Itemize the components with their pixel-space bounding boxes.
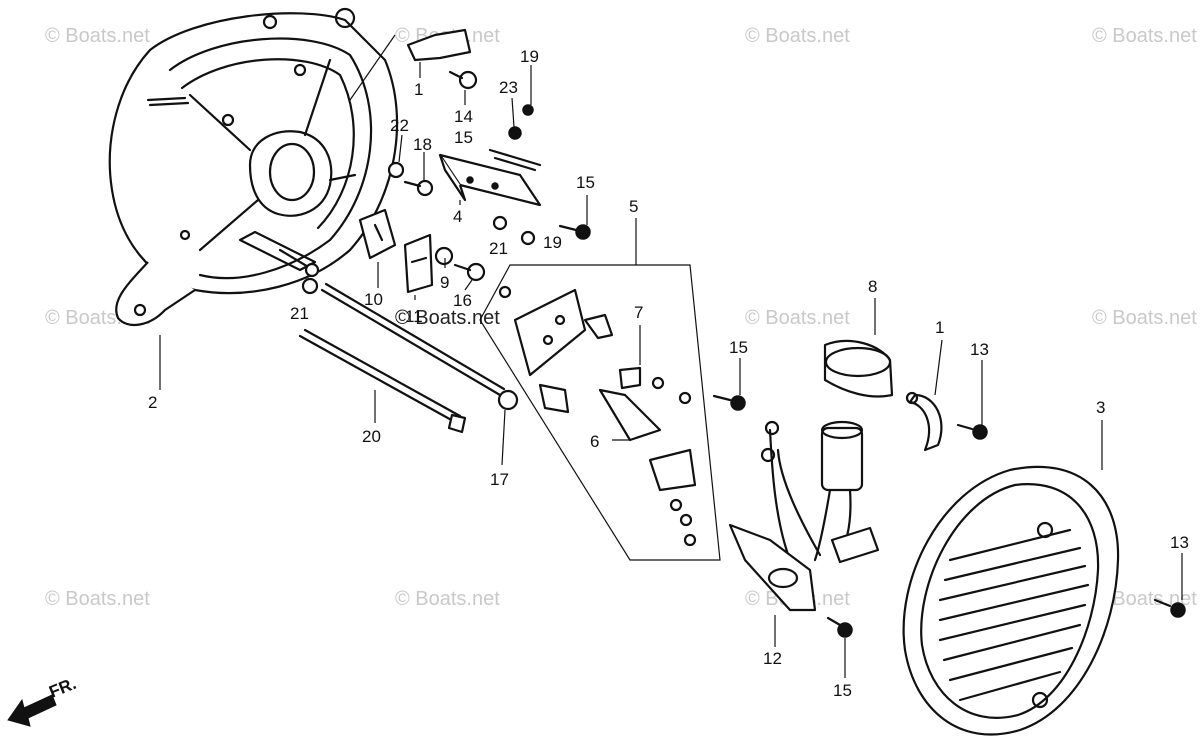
callout-13: 13 xyxy=(1170,533,1189,552)
brush-holder-part-11 xyxy=(403,233,434,294)
callout-3: 3 xyxy=(1096,398,1105,417)
callout-17: 17 xyxy=(490,470,509,489)
callout-15: 15 xyxy=(729,338,748,357)
callout-5: 5 xyxy=(629,197,638,216)
grille-cover-part-3 xyxy=(902,465,1120,736)
watermark: © Boats.net xyxy=(395,588,500,610)
watermark: © Boats.net xyxy=(745,307,850,329)
callout-13: 13 xyxy=(970,340,989,359)
callout-6: 6 xyxy=(590,432,599,451)
long-bolts xyxy=(298,277,519,434)
brush-holder-part-10 xyxy=(358,208,397,260)
watermark: © Boats.net xyxy=(45,25,150,47)
part-5-group-outline xyxy=(479,264,721,561)
condenser-assembly-part-12 xyxy=(728,420,880,612)
front-arrow-icon xyxy=(7,694,57,727)
callout-10: 10 xyxy=(364,290,383,309)
callout-18: 18 xyxy=(413,135,432,154)
bracket-part-1-right xyxy=(905,391,943,452)
callout-4: 4 xyxy=(453,207,462,226)
callout-15: 15 xyxy=(833,681,852,700)
callout-19: 19 xyxy=(543,233,562,252)
callout-15: 15 xyxy=(576,173,595,192)
clip-part-1-top xyxy=(406,28,472,62)
watermark-layer: © Boats.net © Boats.net © Boats.net © Bo… xyxy=(45,25,1197,610)
fasteners xyxy=(387,70,1186,638)
watermark-center: © Boats.net xyxy=(395,307,500,329)
callout-labels: 1 1 2 3 4 5 6 7 8 9 10 11 12 13 13 14 15… xyxy=(148,47,1189,700)
terminal-block-part-4 xyxy=(438,148,542,207)
callout-22: 22 xyxy=(390,116,409,135)
callout-23: 23 xyxy=(499,78,518,97)
callout-19: 19 xyxy=(520,47,539,66)
front-label: FR. xyxy=(46,674,79,702)
callout-15: 15 xyxy=(454,128,473,147)
callout-21: 21 xyxy=(290,304,309,323)
housing-part-2 xyxy=(108,7,399,327)
callout-12: 12 xyxy=(763,649,782,668)
clamp-part-8 xyxy=(823,340,894,398)
watermark: © Boats.net xyxy=(45,588,150,610)
callout-2: 2 xyxy=(148,393,157,412)
callout-11: 11 xyxy=(405,307,423,326)
front-direction-indicator: FR. xyxy=(7,674,79,727)
callout-7: 7 xyxy=(634,303,643,322)
callout-20: 20 xyxy=(362,427,381,446)
watermark: © Boats.net xyxy=(745,25,850,47)
callout-8: 8 xyxy=(868,277,877,296)
watermark: © Boats.net xyxy=(1092,25,1197,47)
callout-21: 21 xyxy=(489,239,508,258)
leader-lines xyxy=(159,34,1183,678)
watermark: © Boats.net xyxy=(1092,588,1197,610)
callout-16: 16 xyxy=(453,291,472,310)
callout-1: 1 xyxy=(935,318,944,337)
callout-14: 14 xyxy=(454,107,473,126)
watermark: © Boats.net xyxy=(1092,307,1197,329)
callout-9: 9 xyxy=(440,273,449,292)
callout-1: 1 xyxy=(414,80,423,99)
